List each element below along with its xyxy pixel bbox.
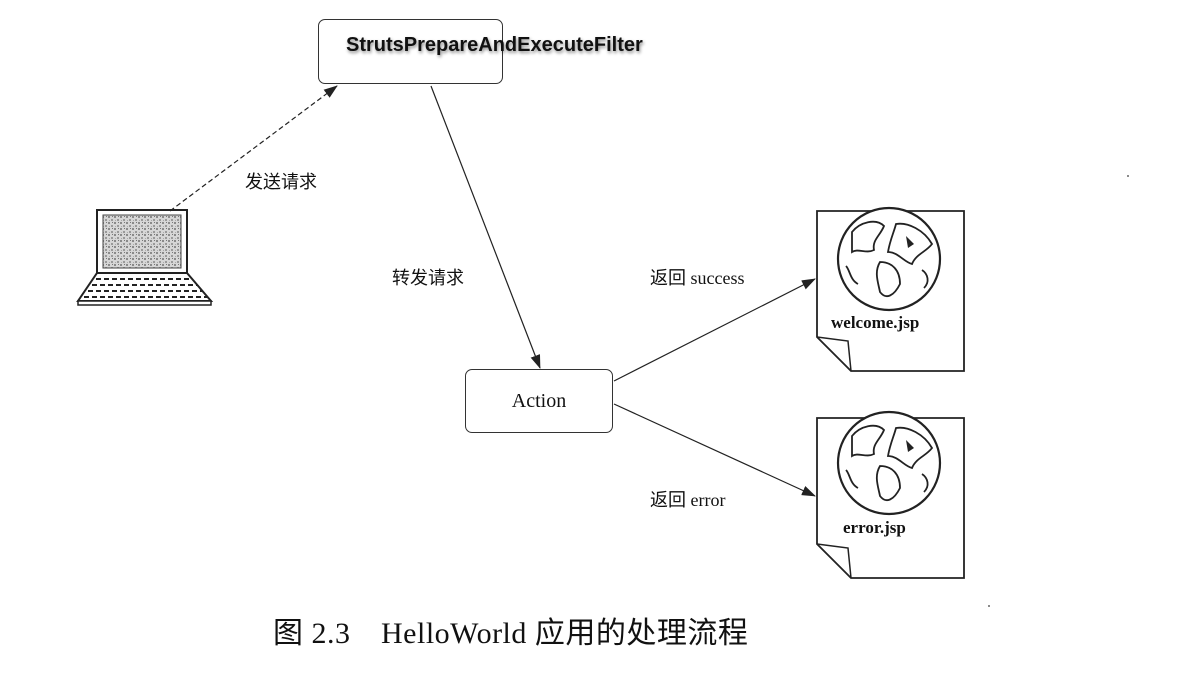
welcome-page-document [816,206,965,372]
figure-caption: 图 2.3 HelloWorld 应用的处理流程 [273,617,749,650]
error-page-document [816,410,965,579]
error-page-label: error.jsp [843,518,906,537]
edge-forward-request [430,85,541,369]
globe-document-icon [836,410,942,516]
edge-return-error [613,403,816,497]
filter-node [318,19,503,84]
globe-document-icon [836,206,942,312]
action-node-label: Action [511,389,567,412]
edge-send-request [169,85,338,212]
return-error-label: 返回 error [650,490,726,510]
filter-node-label: StrutsPrepareAndExecuteFilter [346,34,643,56]
send-request-label: 发送请求 [245,172,317,192]
laptop-icon [76,209,214,306]
forward-request-label: 转发请求 [392,268,464,288]
welcome-page-label: welcome.jsp [831,313,920,332]
edge-return-success [613,278,816,382]
action-node: Action [465,369,613,433]
return-success-label: 返回 success [650,268,745,288]
